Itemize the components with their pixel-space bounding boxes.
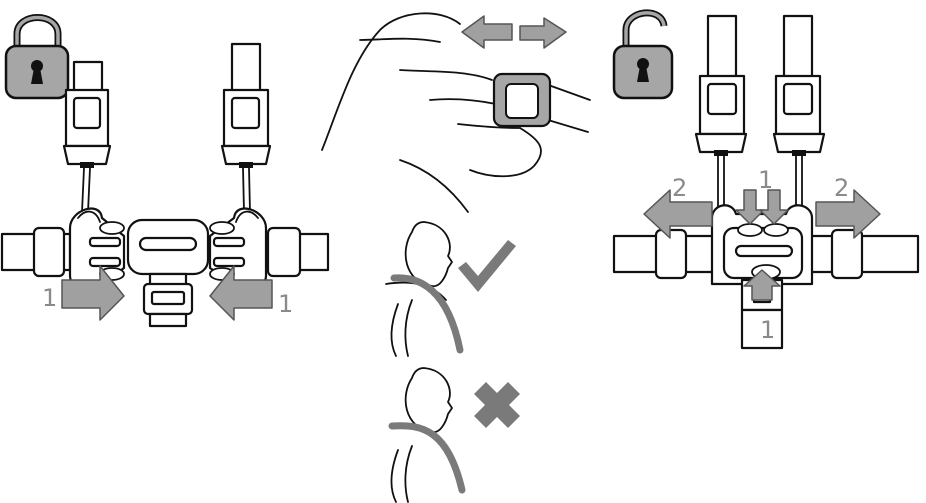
press-down-arrow-right xyxy=(759,189,789,225)
adjuster-panel xyxy=(321,12,591,213)
lock-panel: 1 1 xyxy=(0,14,330,328)
press-up-arrow xyxy=(743,269,781,301)
unlock-right-shoulder-strap xyxy=(772,14,826,211)
closed-padlock-icon xyxy=(4,14,70,100)
unlock-panel: 1 1 2 2 xyxy=(612,9,920,350)
child-profile-incorrect xyxy=(388,367,466,503)
step-label-1-bottom: 1 xyxy=(760,316,775,344)
step-label-1-left: 1 xyxy=(42,284,57,312)
right-buckle-tongue xyxy=(208,207,268,292)
slide-right-arrow xyxy=(519,17,567,49)
push-right-arrow xyxy=(61,265,125,321)
step-label-1-right: 1 xyxy=(278,290,293,318)
unlock-buckle-assembly xyxy=(710,204,814,350)
push-left-arrow xyxy=(209,265,273,321)
step-label-2-right: 2 xyxy=(834,174,849,202)
step-label-1-top: 1 xyxy=(758,166,773,194)
open-padlock-icon xyxy=(612,9,674,100)
right-shoulder-strap xyxy=(220,42,272,213)
step-label-2-left: 2 xyxy=(672,174,687,202)
fit-incorrect-panel xyxy=(388,367,520,503)
fit-correct-panel xyxy=(385,221,516,357)
pull-left-arrow xyxy=(643,189,713,239)
unlock-left-shoulder-strap xyxy=(694,14,748,211)
slide-left-arrow xyxy=(461,15,513,49)
left-buckle-tongue xyxy=(68,207,126,292)
cross-mark-icon xyxy=(474,382,520,428)
press-down-arrow-left xyxy=(735,189,765,225)
check-mark-icon xyxy=(458,240,516,292)
left-shoulder-strap xyxy=(62,60,112,213)
hand-adjusting-buckle-icon xyxy=(321,12,591,213)
child-profile-correct xyxy=(385,221,464,357)
central-buckle xyxy=(126,218,210,328)
pull-right-arrow xyxy=(815,189,881,239)
